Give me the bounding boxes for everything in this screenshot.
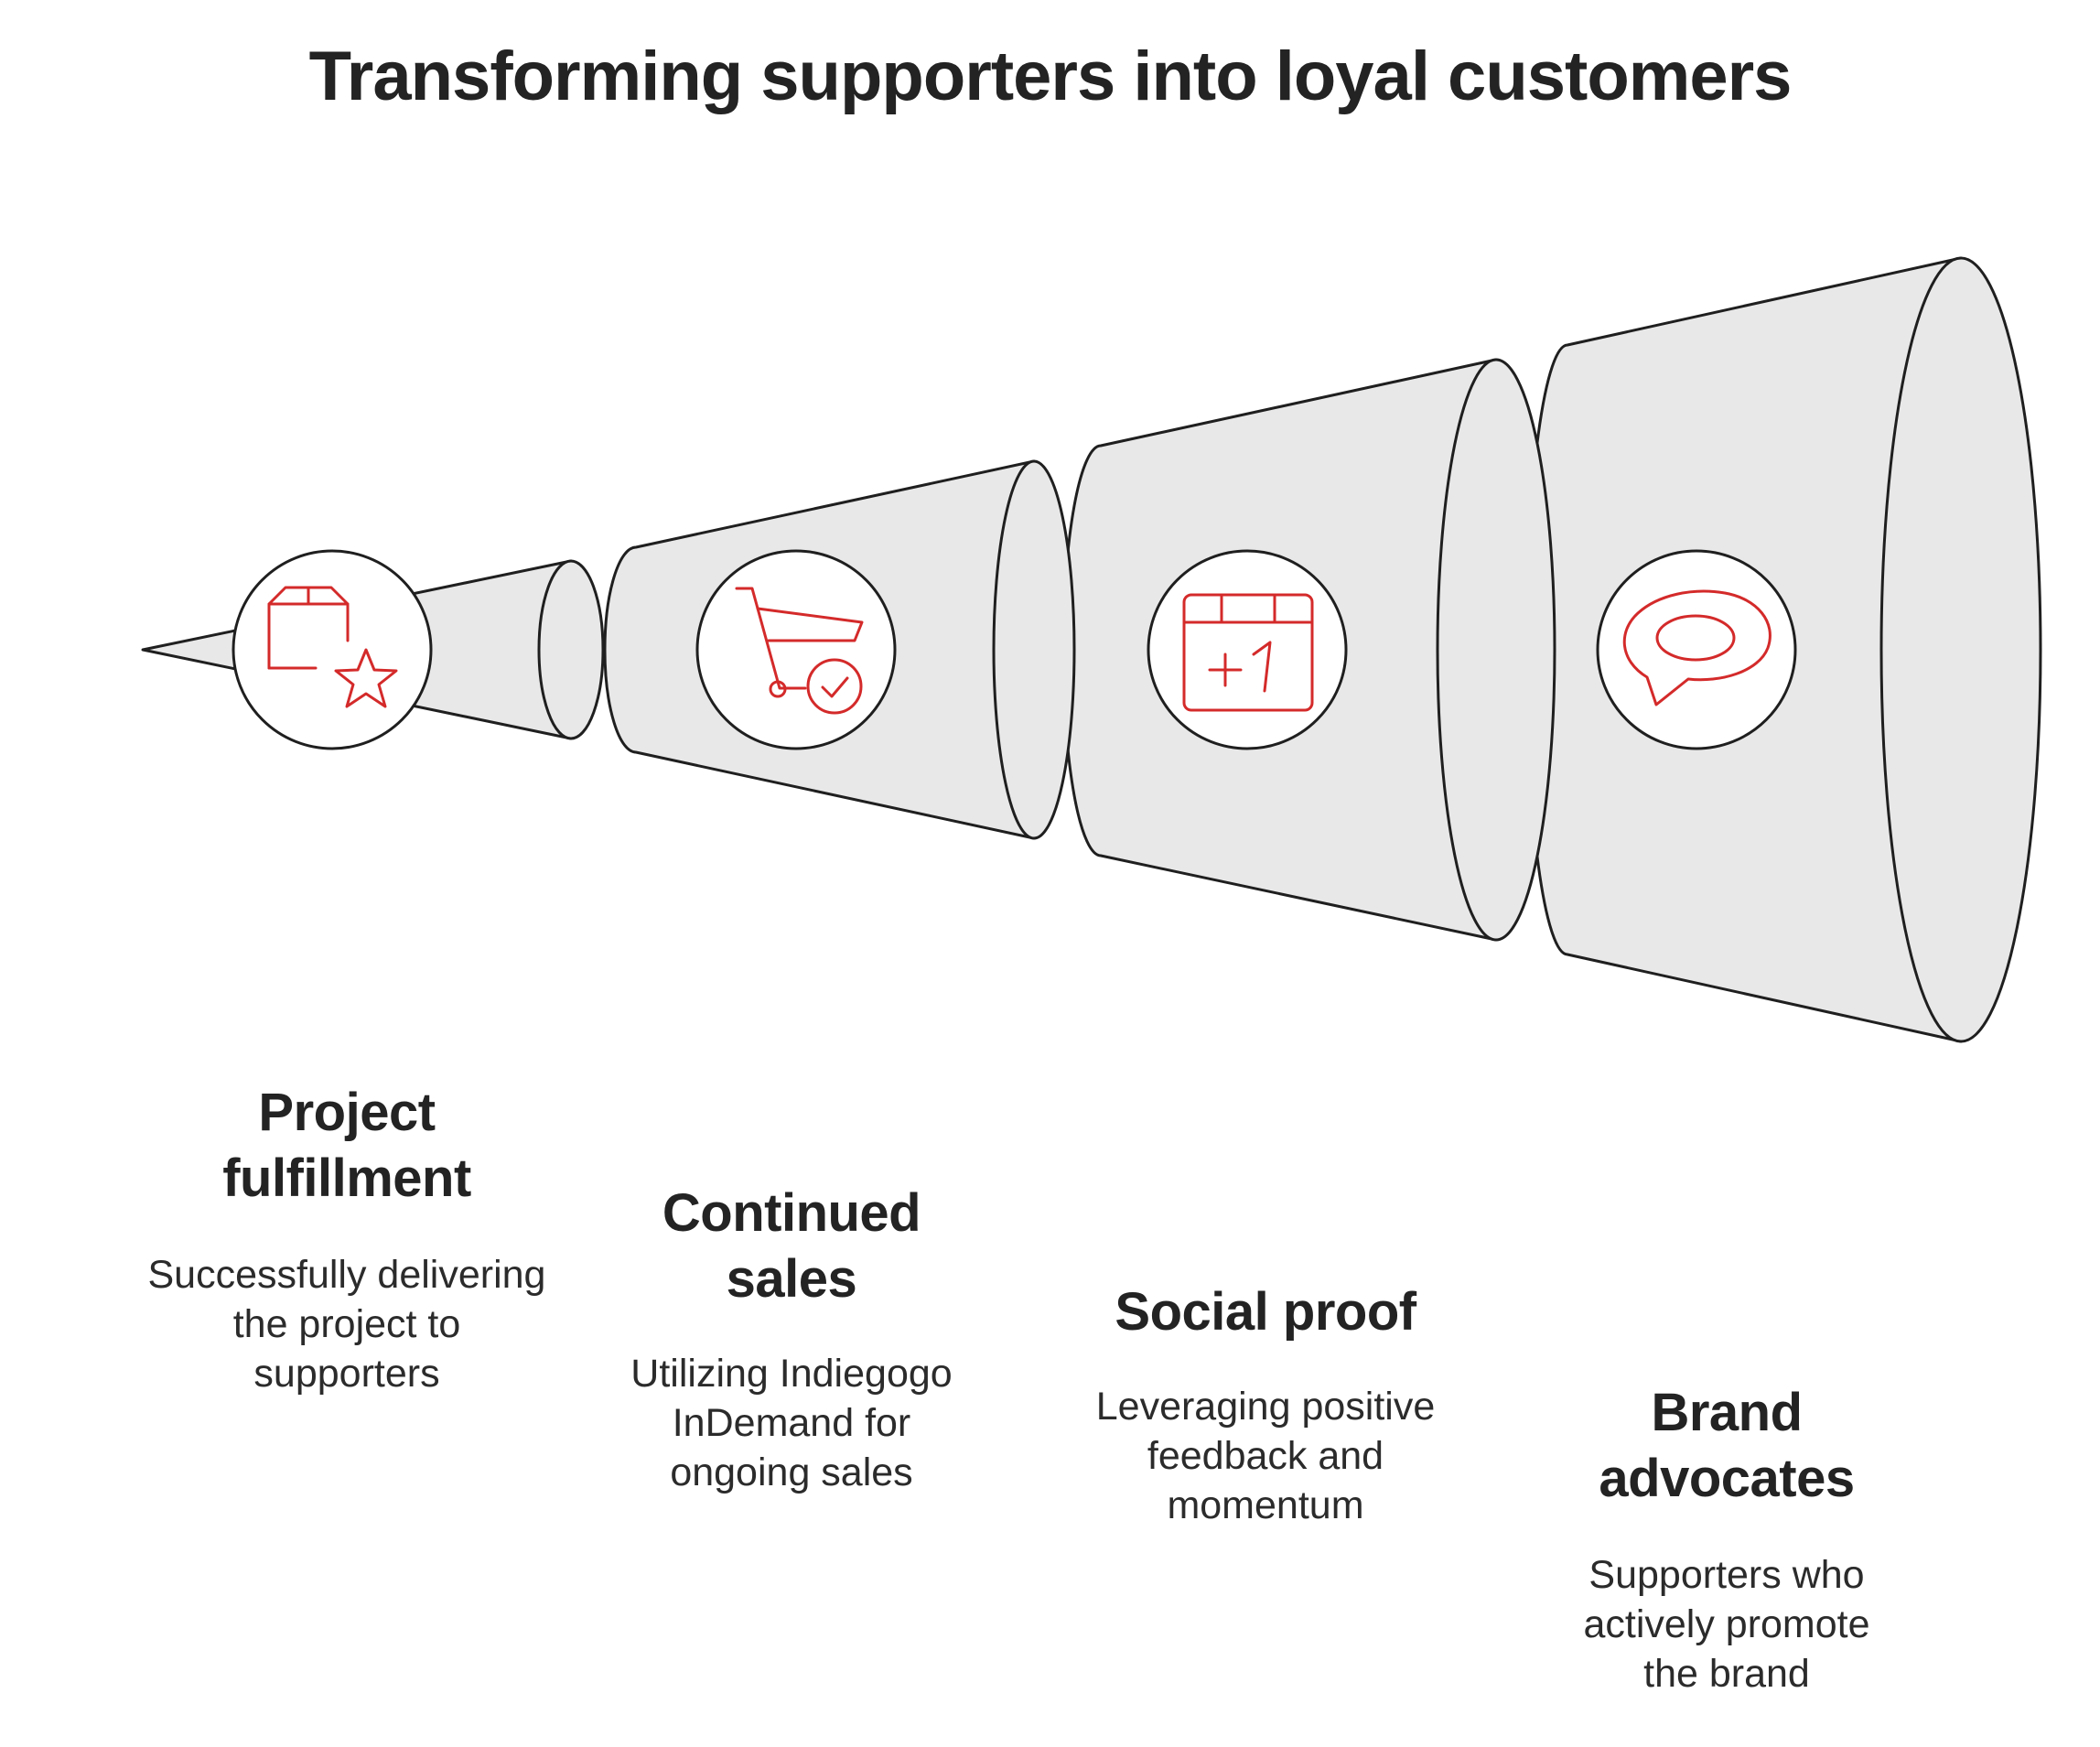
stage-icon-3 <box>1147 549 1348 750</box>
stage-icon-4 <box>1596 549 1797 750</box>
stage-description: Leveraging positive feedback and momentu… <box>1095 1385 1436 1527</box>
stage-icon-1 <box>232 549 433 750</box>
stage-heading: Social proof <box>1115 1282 1416 1342</box>
package-star-icon <box>267 586 398 708</box>
stage-heading: Project fulfillment <box>222 1083 471 1208</box>
stage-description: Successfully delivering the project to s… <box>147 1253 546 1396</box>
stage-1: Project fulfillment Successfully deliver… <box>109 1080 585 1398</box>
stage-heading: Brand advocates <box>1599 1383 1855 1508</box>
stage-heading: Continued sales <box>662 1183 921 1309</box>
stage-3: Social proof Leveraging positive feedbac… <box>1028 1279 1503 1530</box>
stage-description: Supporters who actively promote the bran… <box>1583 1553 1870 1696</box>
diagram-title: Transforming supporters into loyal custo… <box>308 38 1793 115</box>
shopping-cart-check-icon <box>735 587 864 715</box>
stage-2: Continued sales Utilizing Indiegogo InDe… <box>554 1181 1029 1497</box>
speech-bubble-icon <box>1622 589 1772 706</box>
calendar-plus-one-icon <box>1182 593 1314 712</box>
stage-4: Brand advocates Supporters who actively … <box>1489 1380 1965 1698</box>
stage-description: Utilizing Indiegogo InDemand for ongoing… <box>630 1352 953 1494</box>
stage-icon-2 <box>695 549 897 750</box>
